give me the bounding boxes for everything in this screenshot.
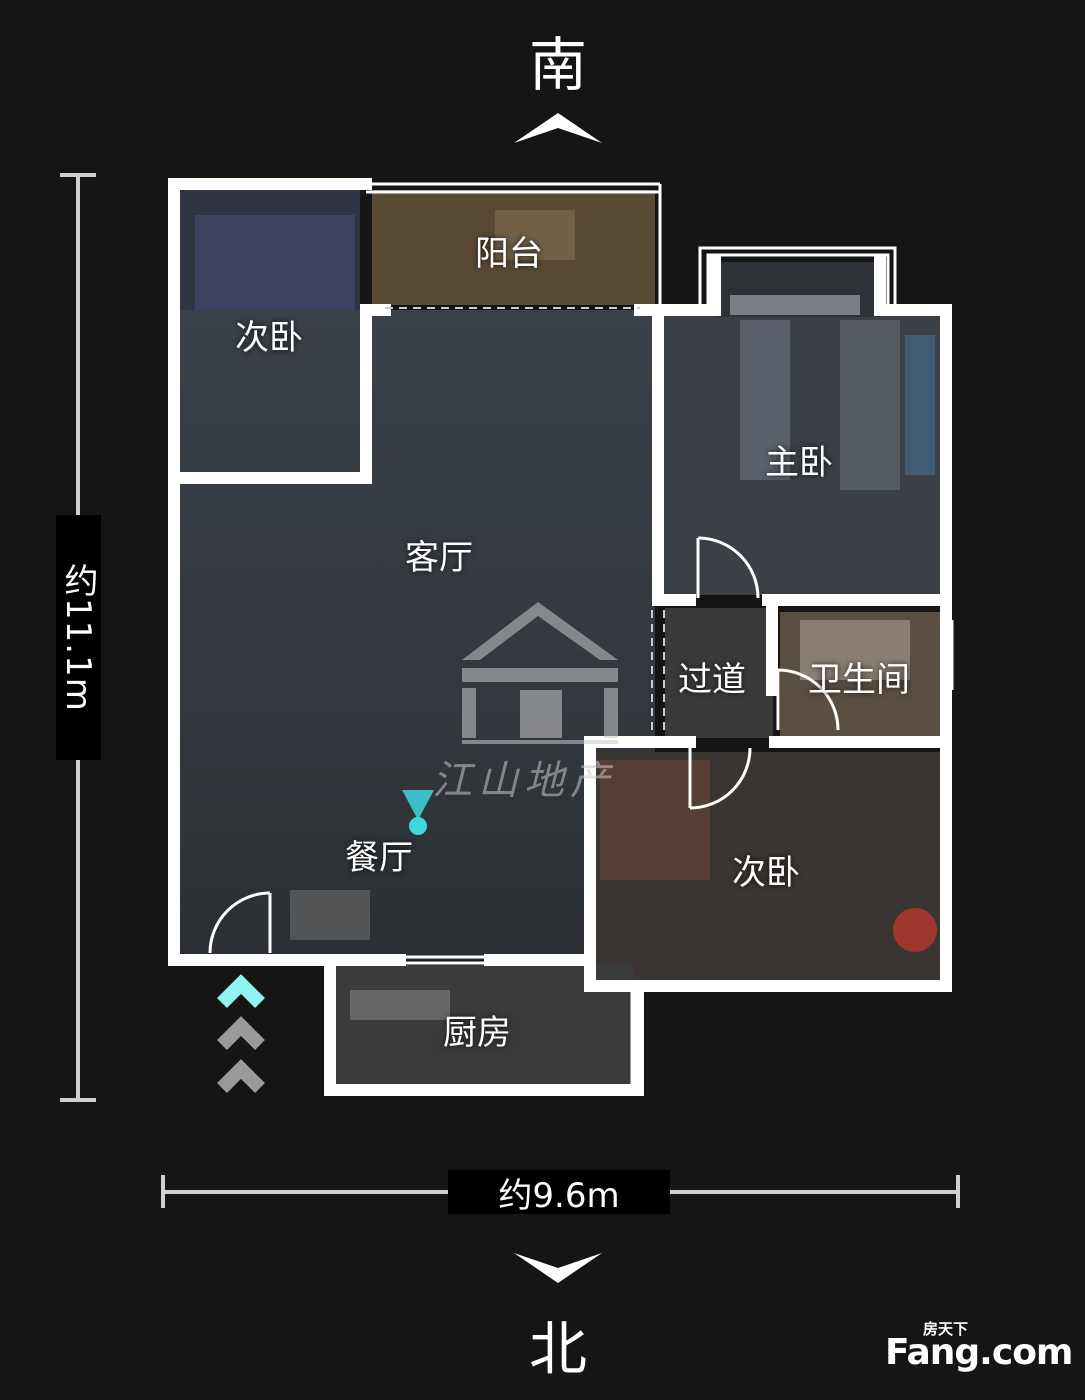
fang-logo: 房天下 Fang.com [885,1318,1075,1388]
room-label-bedroom-se: 次卧 [732,853,800,893]
height-dimension-label: 约11.1m [56,515,101,760]
watermark-text: 江山地产 [432,758,616,804]
room-label-corridor: 过道 [678,660,746,700]
compass-north-label: 北 [528,1315,587,1383]
fang-logo-tagline: 房天下 [923,1320,969,1338]
room-label-living-room: 客厅 [405,538,473,578]
room-label-bedroom-nw: 次卧 [235,318,303,358]
bathroom-floor [780,612,940,737]
fang-logo-brand: Fang.com [885,1332,1073,1373]
room-label-kitchen: 厨房 [443,1013,511,1053]
room-label-master-bedroom: 主卧 [765,443,833,483]
bedroom-se-floor [595,752,940,980]
room-label-balcony: 阳台 [475,234,543,274]
room-label-bathroom: 卫生间 [808,660,910,700]
room-label-dining-room: 餐厅 [345,838,413,878]
living-floor [180,310,655,960]
compass-south-label: 南 [528,31,587,99]
corridor-floor [665,608,773,738]
kitchen-floor [335,965,633,1085]
width-dimension-label: 约9.6m [448,1170,670,1216]
